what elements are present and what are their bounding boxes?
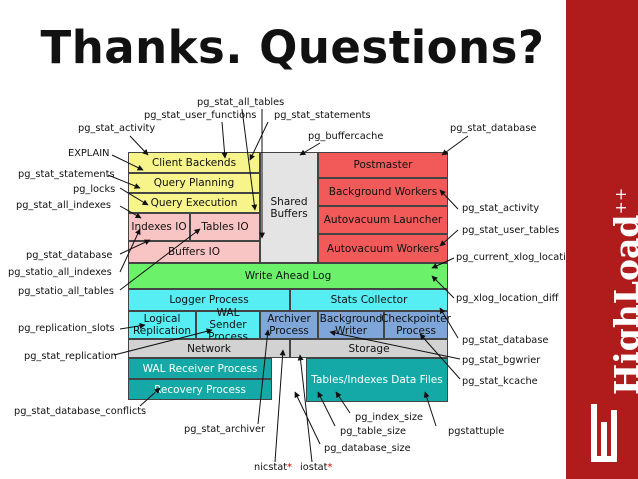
storage-block: Storage [290, 339, 448, 358]
label-pg-table-size: pg_table_size [340, 426, 407, 437]
label-pg-stat-database-right: pg_stat_database [462, 335, 549, 346]
label-pg-stat-statements-left: pg_stat_statements [18, 169, 115, 180]
autovacuum-workers-block: Autovacuum Workers [318, 234, 448, 263]
label-pg-stat-activity-top: pg_stat_activity [78, 123, 156, 134]
label-pgstattuple: pgstattuple [448, 426, 505, 437]
label-pg-stat-database-left: pg_stat_database [26, 250, 113, 261]
label-pg-statio-all-tables: pg_statio_all_tables [18, 286, 115, 297]
tables-io-block: Tables IO [190, 213, 260, 241]
label-pg-current-xlog-location: pg_current_xlog_location [456, 252, 579, 263]
label-pg-locks: pg_locks [73, 184, 116, 195]
background-workers-block: Background Workers [318, 178, 448, 206]
brand-name: HighLoad [607, 214, 638, 395]
query-planning-block: Query Planning [128, 173, 260, 193]
autovacuum-launcher-block: Autovacuum Launcher [318, 206, 448, 234]
label-pg-stat-database-top: pg_stat_database [450, 123, 537, 134]
label-pg-stat-database-conflicts: pg_stat_database_conflicts [14, 406, 147, 417]
label-pg-stat-kcache: pg_stat_kcache [462, 376, 538, 387]
recovery-process-block: Recovery Process [128, 379, 272, 400]
postmaster-block: Postmaster [318, 152, 448, 178]
iostat-text: iostat [300, 462, 328, 473]
query-execution-block: Query Execution [128, 193, 260, 213]
label-pg-database-size: pg_database_size [324, 443, 411, 454]
tables-indexes-files-block: Tables/Indexes Data Files [306, 358, 448, 402]
label-pg-replication-slots: pg_replication_slots [18, 323, 115, 334]
label-iostat: iostat* [300, 462, 332, 474]
brand-suffix: ++ [611, 187, 630, 215]
background-writer-block: Background Writer [318, 311, 384, 339]
label-pg-xlog-location-diff: pg_xlog_location_diff [456, 293, 559, 304]
wal-receiver-block: WAL Receiver Process [128, 358, 272, 379]
label-pg-statio-all-indexes: pg_statio_all_indexes [8, 267, 112, 278]
label-nicstat: nicstat* [254, 462, 292, 474]
label-pg-stat-archiver: pg_stat_archiver [184, 424, 266, 435]
label-pg-stat-replication: pg_stat_replication [24, 351, 117, 362]
buffers-io-block: Buffers IO [128, 241, 260, 263]
slide-title: Thanks. Questions? [40, 21, 545, 74]
iostat-star: * [327, 462, 333, 473]
checkpointer-process-block: Checkpointer Process [381, 311, 451, 339]
label-pg-stat-activity-right: pg_stat_activity [462, 203, 540, 214]
label-pg-stat-all-tables: pg_stat_all_tables [197, 97, 285, 108]
network-block: Network [128, 339, 290, 358]
brand-logo-icon [591, 404, 617, 462]
nicstat-text: nicstat [254, 462, 288, 473]
label-explain: EXPLAIN [68, 148, 110, 159]
logical-replication-block: Logical Replication [128, 311, 196, 339]
brand-sidebar [566, 0, 638, 479]
label-pg-buffercache: pg_buffercache [308, 131, 384, 142]
label-pg-stat-statements-top: pg_stat_statements [274, 110, 371, 121]
indexes-io-block: Indexes IO [128, 213, 190, 241]
label-pg-stat-user-functions: pg_stat_user_functions [144, 110, 257, 121]
label-pg-stat-bgwrier: pg_stat_bgwrier [462, 355, 541, 366]
nicstat-star: * [287, 462, 293, 473]
archiver-process-block: Archiver Process [260, 311, 318, 339]
shared-buffers-block: Shared Buffers [260, 152, 318, 263]
label-pg-stat-all-indexes: pg_stat_all_indexes [16, 200, 112, 211]
wal-sender-block: WAL Sender Process [196, 307, 260, 343]
client-backends-block: Client Backends [128, 152, 260, 173]
logger-process-block: Logger Process [128, 289, 290, 311]
write-ahead-log-block: Write Ahead Log [128, 263, 448, 289]
label-pg-stat-user-tables: pg_stat_user_tables [462, 225, 560, 236]
stats-collector-block: Stats Collector [290, 289, 448, 311]
brand-wordmark: HighLoad++ [603, 188, 638, 395]
label-pg-index-size: pg_index_size [355, 412, 424, 423]
